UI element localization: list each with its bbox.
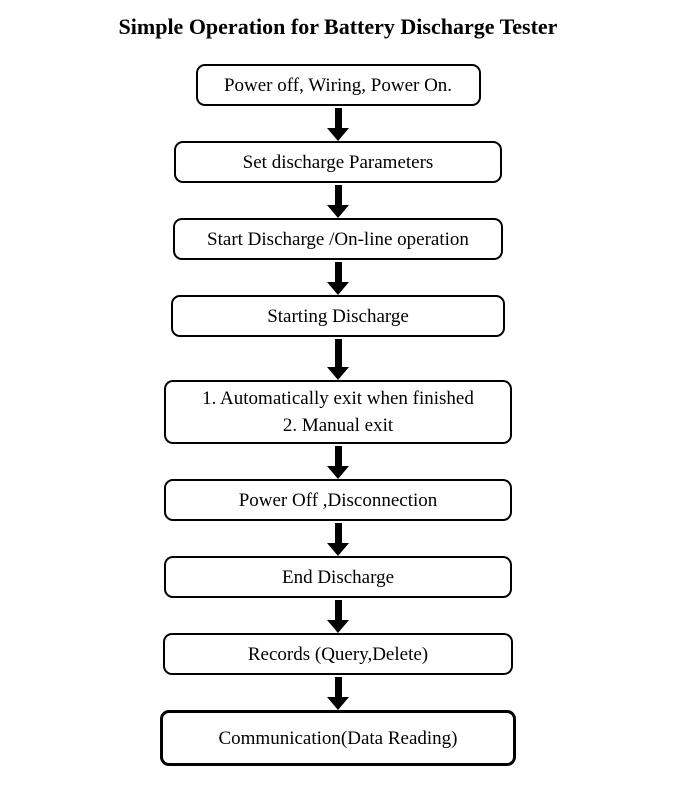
arrow-shaft	[334, 600, 342, 620]
flow-step-label: Start Discharge /On-line operation	[207, 228, 469, 250]
flow-arrow-down-1	[324, 106, 352, 141]
arrow-shaft	[334, 523, 342, 543]
page-title: Simple Operation for Battery Discharge T…	[118, 14, 558, 39]
arrow-head	[327, 128, 349, 141]
flow-arrow-down-6	[324, 521, 352, 556]
flow-arrow-down-8	[324, 675, 352, 710]
arrow-shaft	[334, 262, 342, 282]
flow-arrow-down-4	[324, 337, 352, 380]
flow-arrow-down-3	[324, 260, 352, 295]
flow-step-set-discharge-parameters: Set discharge Parameters	[174, 141, 502, 183]
flow-step-label: Power off, Wiring, Power On.	[223, 74, 453, 96]
arrow-head	[327, 543, 349, 556]
arrow-head	[327, 282, 349, 295]
flow-step-label-line-2: 2. Manual exit	[282, 415, 394, 436]
arrow-head	[327, 697, 349, 710]
arrow-shaft	[334, 108, 342, 128]
flow-step-label: Starting Discharge	[267, 305, 409, 327]
arrow-head	[327, 367, 349, 380]
arrow-head	[327, 620, 349, 633]
flow-step-label-line-1: 1. Automatically exit when finished	[202, 388, 474, 409]
arrow-shaft	[334, 677, 342, 697]
flow-step-exit-options: 1. Automatically exit when finished 2. M…	[164, 380, 512, 444]
flow-arrow-down-5	[324, 444, 352, 479]
flow-step-label: Communication(Data Reading)	[218, 727, 458, 749]
flow-step-label: Power Off ,Disconnection	[238, 489, 438, 511]
flowchart: Power off, Wiring, Power On. Set dischar…	[0, 64, 676, 766]
flow-arrow-down-7	[324, 598, 352, 633]
arrow-head	[327, 205, 349, 218]
flow-step-records-query-delete: Records (Query,Delete)	[163, 633, 513, 675]
flow-step-label: Records (Query,Delete)	[247, 643, 429, 665]
arrow-shaft	[334, 339, 342, 367]
arrow-head	[327, 466, 349, 479]
flow-step-start-discharge-online-operation: Start Discharge /On-line operation	[173, 218, 503, 260]
flow-arrow-down-2	[324, 183, 352, 218]
arrow-shaft	[334, 446, 342, 466]
flow-step-power-off-disconnection: Power Off ,Disconnection	[164, 479, 512, 521]
arrow-shaft	[334, 185, 342, 205]
flow-step-starting-discharge: Starting Discharge	[171, 295, 505, 337]
flow-step-label: Set discharge Parameters	[242, 151, 434, 173]
flow-step-communication-data-reading: Communication(Data Reading)	[160, 710, 516, 766]
flow-step-power-off-wiring-power-on: Power off, Wiring, Power On.	[195, 64, 481, 106]
flow-step-label: End Discharge	[281, 566, 395, 588]
flow-step-end-discharge: End Discharge	[164, 556, 512, 598]
